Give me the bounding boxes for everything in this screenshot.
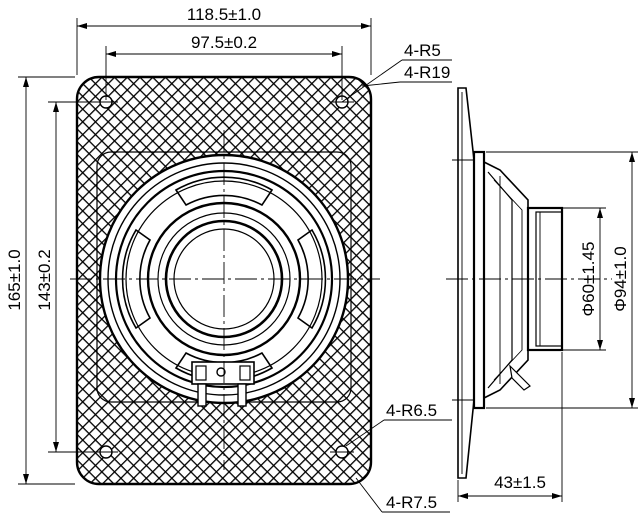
hole-radius-inner-label: 4-R6.5 bbox=[386, 401, 437, 420]
callout-hole-radius-inner: 4-R6.5 bbox=[345, 401, 452, 447]
dimension-magnet-diameter: Φ60±1.45 bbox=[562, 207, 606, 351]
overall-width-label: 118.5±1.0 bbox=[187, 5, 261, 24]
dimension-overall-height: 165±1.0 bbox=[5, 76, 75, 485]
dimension-overall-width: 118.5±1.0 bbox=[76, 5, 372, 75]
terminal-block bbox=[191, 361, 255, 407]
side-view bbox=[446, 87, 612, 479]
magnet-diameter-label: Φ60±1.45 bbox=[579, 242, 598, 317]
dimension-hole-spacing-x: 97.5±0.2 bbox=[105, 33, 343, 100]
front-view bbox=[70, 75, 380, 486]
corner-radius-large-label: 4-R19 bbox=[404, 63, 450, 82]
frame-diameter-label: Φ94±1.0 bbox=[611, 246, 630, 311]
callout-corner-radius-large: 4-R19 bbox=[361, 63, 452, 87]
hole-spacing-y-label: 143±0.2 bbox=[35, 249, 54, 310]
dimension-depth: 43±1.5 bbox=[457, 352, 563, 502]
side-front-plate bbox=[457, 87, 475, 479]
corner-radius-small-label: 4-R5 bbox=[404, 41, 441, 60]
hole-spacing-x-label: 97.5±0.2 bbox=[191, 33, 257, 52]
side-basket bbox=[483, 161, 529, 399]
overall-height-label: 165±1.0 bbox=[5, 249, 24, 310]
callout-hole-radius-outer: 4-R7.5 bbox=[355, 477, 450, 513]
dimension-hole-spacing-y: 143±0.2 bbox=[35, 101, 104, 453]
callout-corner-radius-small: 4-R5 bbox=[341, 41, 452, 103]
depth-label: 43±1.5 bbox=[494, 473, 546, 492]
hole-radius-outer-label: 4-R7.5 bbox=[386, 493, 437, 512]
side-flange bbox=[472, 150, 486, 410]
